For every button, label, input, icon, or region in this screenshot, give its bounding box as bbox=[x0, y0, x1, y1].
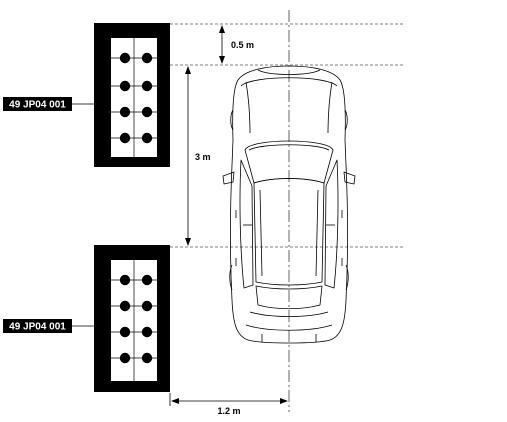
vehicle-roof bbox=[253, 178, 325, 286]
reference-lines bbox=[170, 10, 404, 412]
upper-target-dots bbox=[119, 52, 153, 144]
vehicle-body-outline bbox=[230, 65, 348, 344]
dimension-target-spacing-text: 3 m bbox=[195, 152, 211, 162]
dimension-target-gap-text: 0.5 m bbox=[231, 40, 254, 50]
lower-target-dots bbox=[119, 274, 153, 364]
vehicle-top-view bbox=[222, 65, 356, 344]
lower-part-number-label: 49 JP04 001 bbox=[3, 319, 94, 333]
upper-part-number-text: 49 JP04 001 bbox=[9, 100, 66, 111]
dimension-lateral-offset-text: 1.2 m bbox=[217, 406, 240, 416]
dimension-target-spacing bbox=[185, 66, 191, 246]
upper-target-board bbox=[94, 23, 170, 167]
dimension-target-gap bbox=[219, 25, 225, 64]
vehicle-rear-window bbox=[255, 285, 323, 310]
lower-target-board bbox=[94, 245, 170, 392]
dimension-lateral-offset bbox=[169, 393, 288, 406]
upper-part-number-label: 49 JP04 001 bbox=[3, 97, 94, 111]
left-mirror bbox=[222, 171, 235, 185]
right-mirror bbox=[343, 171, 356, 185]
lower-part-number-text: 49 JP04 001 bbox=[9, 322, 66, 333]
